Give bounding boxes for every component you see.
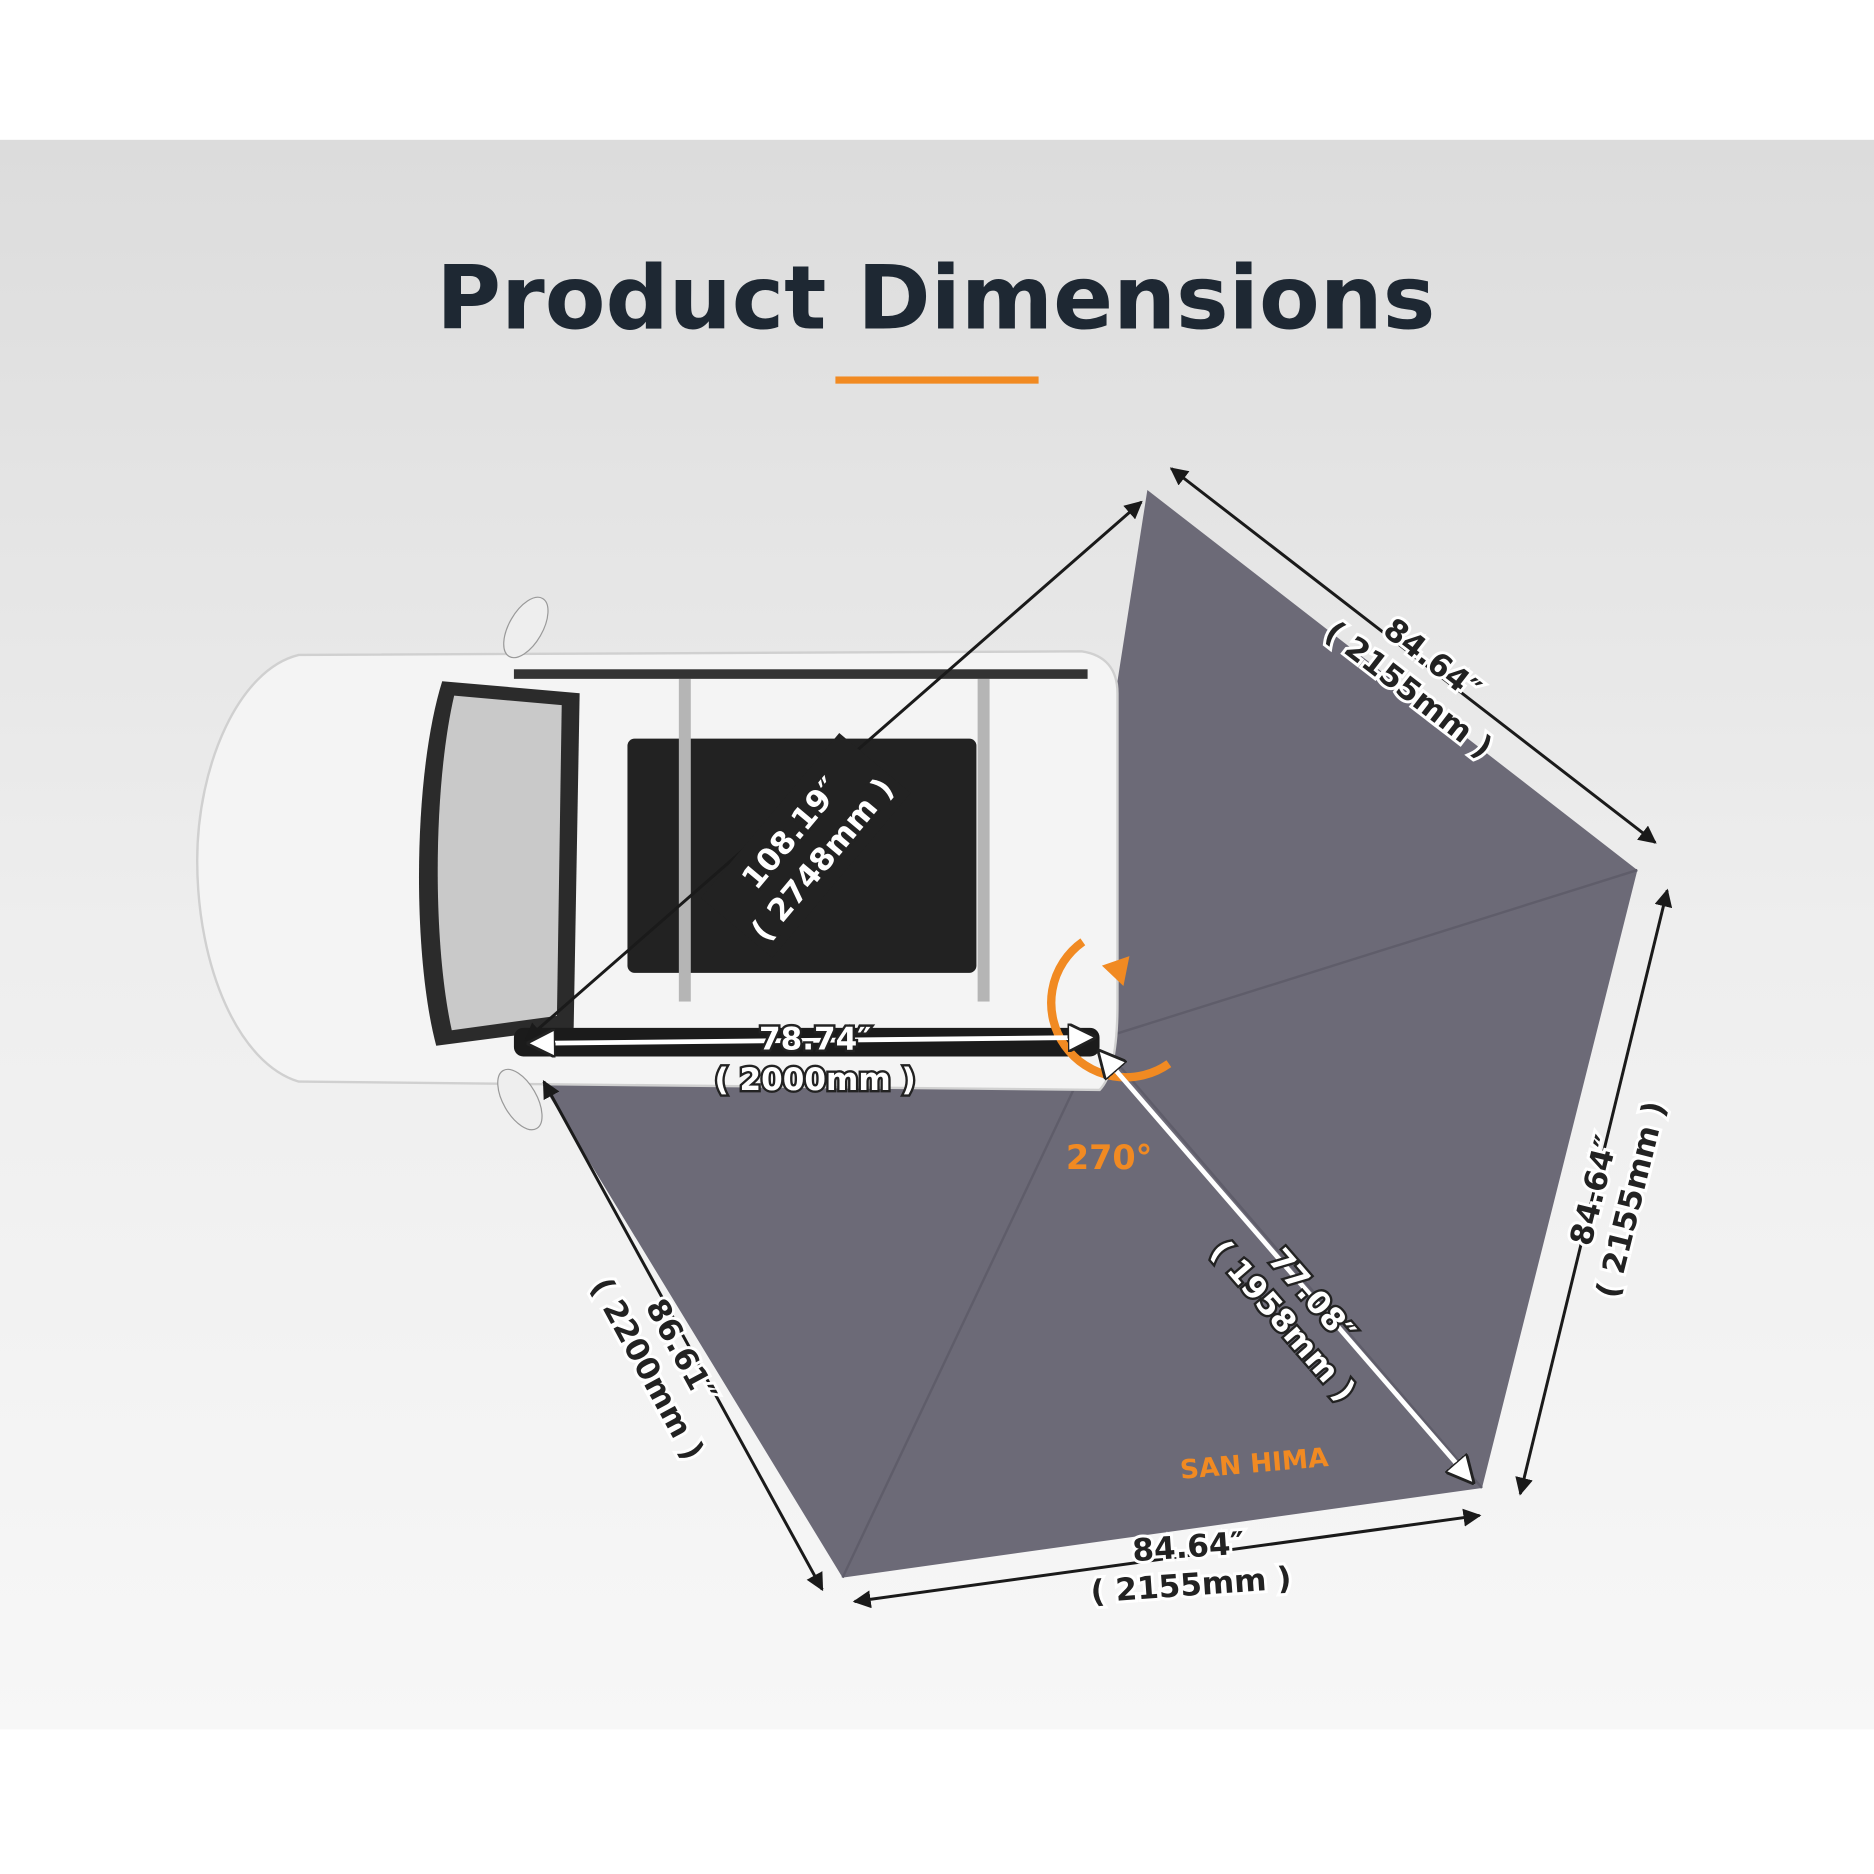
top-right-arrow (1169, 467, 1657, 844)
car-side-mm-label: ( 2000mm ) (714, 1062, 915, 1098)
bottom-arrow (852, 1508, 1482, 1609)
page-title: Product Dimensions (436, 247, 1435, 350)
right-arrow (1515, 888, 1673, 1496)
angle-label: 270° (1066, 1138, 1153, 1177)
title-underline (835, 376, 1039, 384)
car-top-view (196, 596, 1119, 1131)
radius-arrow (1100, 1052, 1473, 1482)
car-side-in-label: 78.74″ (759, 1021, 871, 1057)
left-arrow (542, 1080, 824, 1592)
car-side-arrow (529, 1037, 1093, 1043)
